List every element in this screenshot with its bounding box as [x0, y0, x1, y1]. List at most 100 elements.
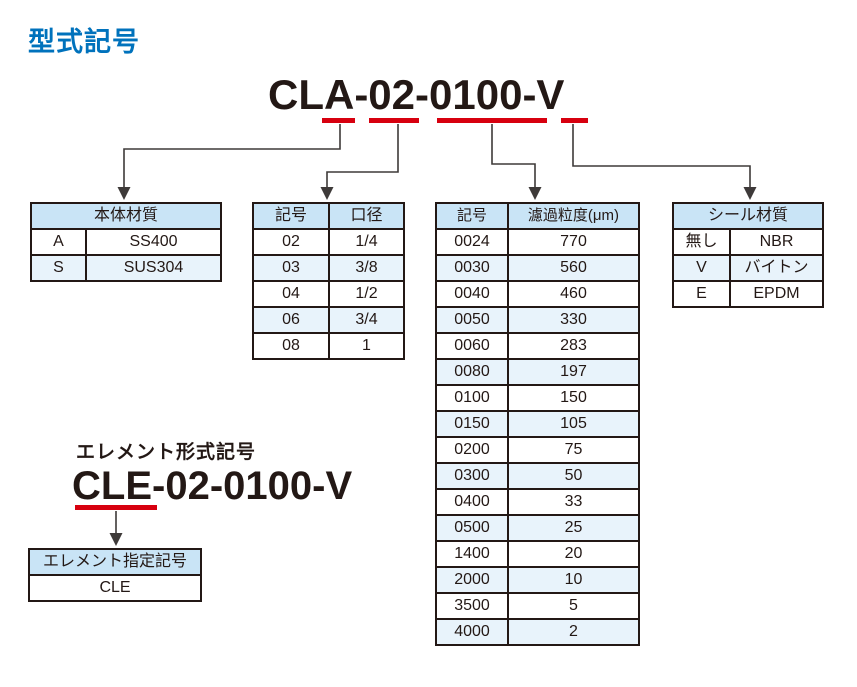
connector-filtration [491, 124, 536, 188]
model-code-text: CLA-02-0100-V [268, 71, 565, 118]
table-cell: 197 [507, 358, 640, 386]
table-cell: 150 [507, 384, 640, 412]
table-cell: 0100 [435, 384, 509, 412]
element-code-text: CLE-02-0100-V [72, 464, 353, 508]
table-cell: 10 [507, 566, 640, 594]
table-cell: S [30, 254, 87, 282]
table-cell: SUS304 [85, 254, 222, 282]
table-cell: 0060 [435, 332, 509, 360]
table-cell: バイトン [729, 254, 824, 282]
table-cell: 06 [252, 306, 330, 334]
connector-bore [326, 124, 399, 188]
table-header: 本体材質 [30, 202, 222, 230]
table-cell: V [672, 254, 731, 282]
arrowhead-down-icon [320, 187, 334, 200]
table-cell: CLE [28, 574, 202, 602]
code-underline-bore [369, 118, 419, 123]
table-cell: 1 [328, 332, 405, 360]
table-cell: E [672, 280, 731, 308]
table-cell: 770 [507, 228, 640, 256]
table-cell: A [30, 228, 87, 256]
table-cell: 0040 [435, 280, 509, 308]
table-cell: 0080 [435, 358, 509, 386]
table-cell: 2 [507, 618, 640, 646]
table-cell: 0200 [435, 436, 509, 464]
table-cell: 4000 [435, 618, 509, 646]
code-underline-body-material [322, 118, 355, 123]
table-cell: 08 [252, 332, 330, 360]
table-cell: 0050 [435, 306, 509, 334]
table-cell: 25 [507, 514, 640, 542]
arrowhead-down-icon [117, 187, 131, 200]
table-cell: 460 [507, 280, 640, 308]
table-cell: 0300 [435, 462, 509, 490]
table-cell: 0024 [435, 228, 509, 256]
code-underline-filtration [437, 118, 547, 123]
table-cell: 330 [507, 306, 640, 334]
table-cell: 2000 [435, 566, 509, 594]
table-cell: EPDM [729, 280, 824, 308]
table-header: 口径 [328, 202, 405, 230]
element-code-table: エレメント指定記号 CLE [28, 548, 202, 602]
table-cell: 1400 [435, 540, 509, 568]
table-cell: 0400 [435, 488, 509, 516]
table-cell: SS400 [85, 228, 222, 256]
table-cell: NBR [729, 228, 824, 256]
table-header: シール材質 [672, 202, 824, 230]
table-cell: 3/4 [328, 306, 405, 334]
arrowhead-down-icon [743, 187, 757, 200]
table-cell: 105 [507, 410, 640, 438]
table-cell: 5 [507, 592, 640, 620]
table-cell: 3/8 [328, 254, 405, 282]
table-cell: 560 [507, 254, 640, 282]
arrowhead-down-icon [528, 187, 542, 200]
code-underline-element [75, 505, 157, 510]
connector-body-material [123, 124, 341, 188]
table-header: 濾過粒度(μm) [507, 202, 640, 230]
table-cell: 283 [507, 332, 640, 360]
table-header: 記号 [252, 202, 330, 230]
table-cell: 33 [507, 488, 640, 516]
table-cell: 04 [252, 280, 330, 308]
table-cell: 75 [507, 436, 640, 464]
table-cell: 02 [252, 228, 330, 256]
table-cell: 1/2 [328, 280, 405, 308]
element-section-title: エレメント形式記号 [76, 442, 257, 463]
table-cell: 0030 [435, 254, 509, 282]
table-cell: 無し [672, 228, 731, 256]
table-header: 記号 [435, 202, 509, 230]
table-header: エレメント指定記号 [28, 548, 202, 576]
table-cell: 03 [252, 254, 330, 282]
code-underline-seal [561, 118, 588, 123]
table-row: CLE [28, 574, 202, 602]
table-cell: 20 [507, 540, 640, 568]
table-cell: 50 [507, 462, 640, 490]
arrowhead-down-icon [109, 533, 123, 546]
table-cell: 0150 [435, 410, 509, 438]
